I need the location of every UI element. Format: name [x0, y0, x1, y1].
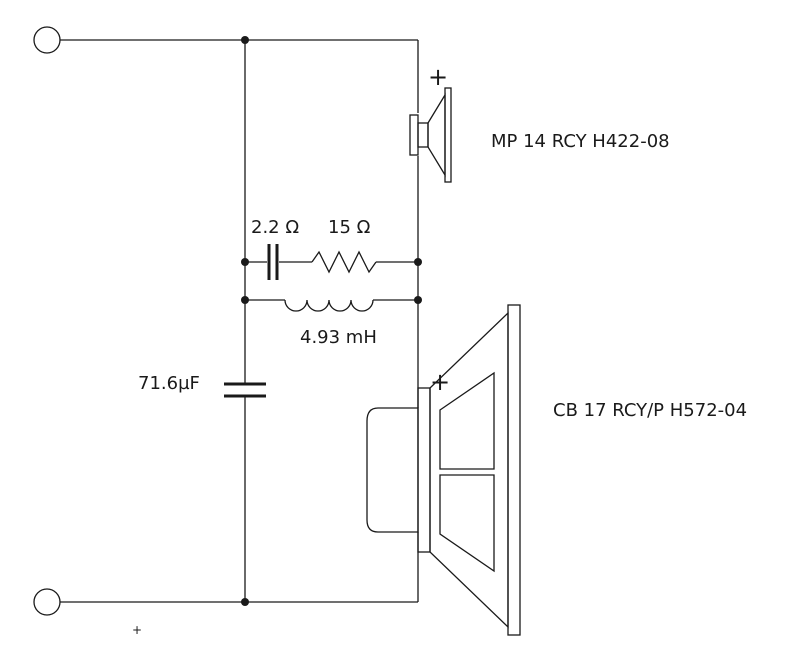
series-capacitor-label: 2.2 Ω [251, 217, 299, 238]
inductor-label: 4.93 mH [300, 327, 377, 348]
inductor-coil [284, 299, 374, 312]
junction-node [414, 296, 422, 304]
junction-node [241, 36, 249, 44]
junction-node [414, 258, 422, 266]
stray-plus-mark: + [132, 623, 142, 637]
tweeter-polarity-mark: + [428, 63, 448, 91]
series-resistor-label: 15 Ω [328, 217, 371, 238]
shunt-capacitor-label: 71.6µF [138, 373, 200, 394]
input-terminal-bottom [33, 588, 61, 616]
woofer-speaker-icon [366, 304, 521, 636]
junction-node [241, 296, 249, 304]
resistor-zigzag [311, 250, 377, 274]
tweeter-model-label: MP 14 RCY H422-08 [491, 131, 670, 152]
junction-node [241, 598, 249, 606]
woofer-model-label: CB 17 RCY/P H572-04 [553, 400, 747, 421]
inductor-branch [245, 299, 418, 312]
tweeter-speaker-icon [409, 87, 452, 183]
woofer-polarity-mark: + [430, 368, 450, 396]
input-terminal-top [33, 26, 61, 54]
junction-node [241, 258, 249, 266]
series-rc-branch [245, 244, 418, 280]
